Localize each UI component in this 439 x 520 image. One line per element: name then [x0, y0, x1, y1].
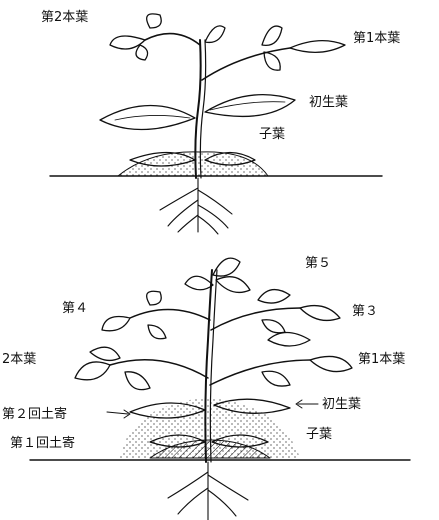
bottom-fourth-leaf-b: [147, 291, 162, 305]
bottom-first-leaf-b: [268, 333, 310, 347]
bottom-label-primary-leaf: 初生葉: [322, 398, 361, 411]
bottom-branch-third: [211, 308, 300, 330]
top-label-cotyledon: 子葉: [259, 128, 285, 141]
bottom-fifth-leaf-c: [216, 277, 250, 293]
bottom-third-leaf-a: [300, 306, 340, 321]
bottom-label-fifth: 第５: [305, 257, 331, 270]
bottom-label-second-true-leaf: 2本葉: [2, 353, 36, 366]
top-branch-left: [145, 34, 200, 45]
bottom-first-leaf-c: [262, 371, 290, 386]
bottom-second-leaf-c: [125, 372, 150, 390]
bottom-fifth-leaf-b: [185, 276, 213, 290]
bottom-label-fourth: 第４: [62, 302, 88, 315]
bottom-fourth-leaf-a: [102, 317, 130, 331]
top-second-leaf-c: [136, 45, 148, 60]
top-label-first-true-leaf: 第1本葉: [353, 32, 400, 45]
bottom-branch-fourth: [130, 309, 210, 320]
bottom-branch-second: [110, 360, 208, 378]
bottom-label-first-hilling: 第１回土寄: [10, 437, 75, 450]
bottom-label-third: 第３: [352, 305, 378, 318]
top-second-leaf-a: [110, 36, 145, 49]
bottom-label-cotyledon: 子葉: [306, 428, 332, 441]
top-first-leaf-b: [262, 26, 282, 45]
bottom-first-leaf-a: [310, 356, 352, 371]
bottom-third-leaf-c: [262, 320, 285, 333]
top-roots: [160, 178, 232, 234]
top-second-leaf-b: [147, 14, 162, 28]
bottom-fourth-leaf-c: [148, 325, 166, 339]
top-plant: [50, 14, 382, 234]
bottom-second-leaf-a: [75, 362, 110, 380]
top-branch-right: [202, 48, 290, 80]
bottom-second-leaf-b: [90, 347, 120, 360]
arrow-second-hilling: [107, 412, 128, 414]
top-apex-leaf: [205, 26, 225, 43]
bottom-roots: [168, 462, 248, 520]
top-first-leaf-c: [264, 52, 280, 70]
top-label-second-true-leaf: 第2本葉: [41, 11, 88, 24]
top-label-primary-leaf: 初生葉: [309, 96, 348, 109]
bottom-plant: [30, 258, 410, 520]
bottom-third-leaf-b: [258, 290, 290, 303]
top-first-leaf-a: [290, 41, 345, 53]
bottom-branch-first: [210, 360, 310, 385]
bottom-label-first-true-leaf: 第1本葉: [358, 353, 405, 366]
top-primary-leaf-left: [100, 105, 195, 129]
bottom-label-second-hilling: 第２回土寄: [2, 408, 67, 421]
top-primary-leaf-right: [205, 95, 295, 117]
